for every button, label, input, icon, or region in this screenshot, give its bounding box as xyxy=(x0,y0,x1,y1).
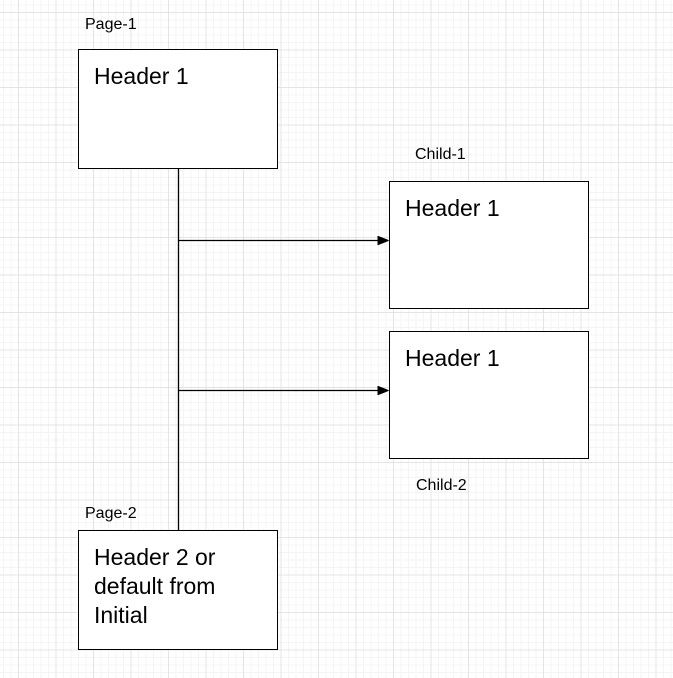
arrowhead-child2-icon xyxy=(377,385,389,396)
node-child-2-text: Header 1 xyxy=(405,345,500,371)
node-label-page-2[interactable]: Page-2 xyxy=(85,505,137,522)
node-page-2-text: Header 2 or default from Initial xyxy=(94,544,216,628)
node-page-1[interactable]: Header 1 xyxy=(78,49,278,169)
node-child-1[interactable]: Header 1 xyxy=(389,181,589,309)
node-child-2[interactable]: Header 1 xyxy=(389,331,589,459)
arrowhead-child1-icon xyxy=(377,235,389,246)
node-label-page-1[interactable]: Page-1 xyxy=(85,16,137,33)
node-page-2[interactable]: Header 2 or default from Initial xyxy=(78,530,278,650)
node-label-child-1[interactable]: Child-1 xyxy=(415,146,466,163)
node-label-child-2[interactable]: Child-2 xyxy=(416,477,467,494)
node-child-1-text: Header 1 xyxy=(405,195,500,221)
node-page-1-text: Header 1 xyxy=(94,63,189,89)
